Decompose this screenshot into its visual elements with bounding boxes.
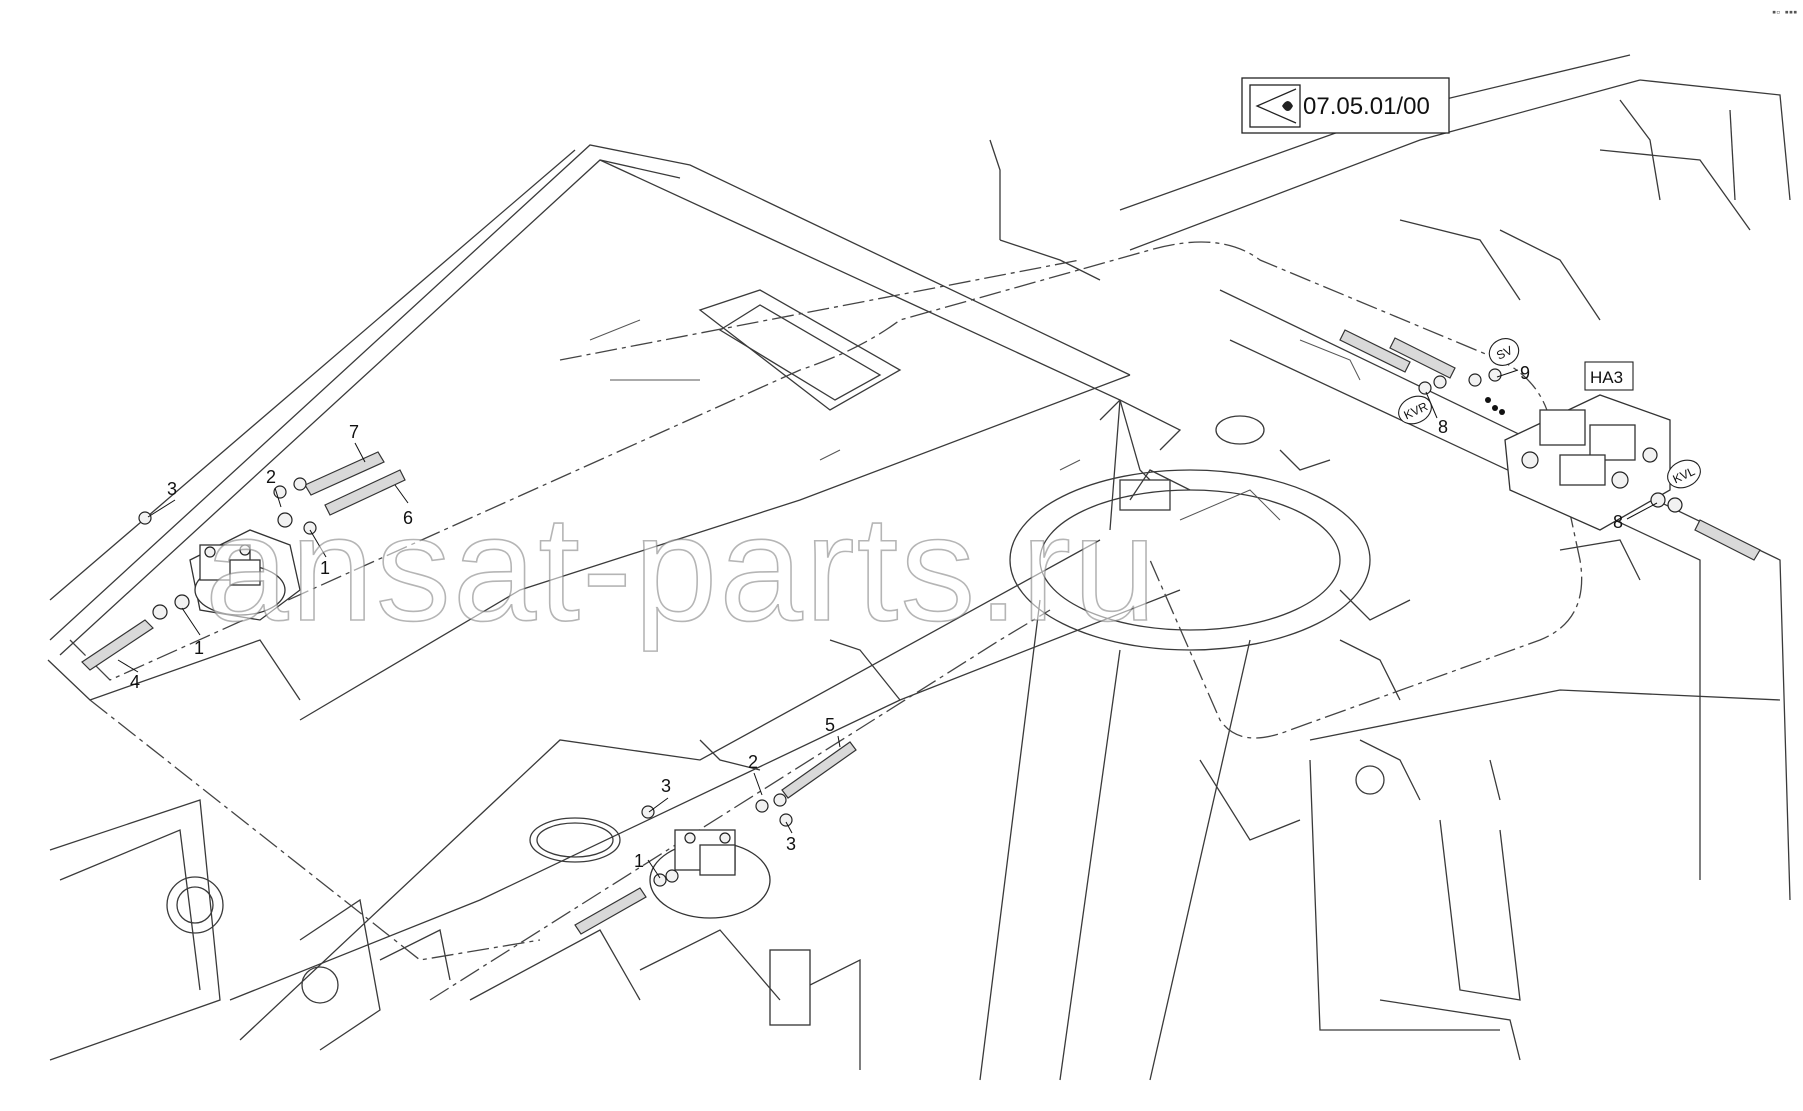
view-reference-code: 07.05.01/00 [1303,93,1430,120]
fittings [138,368,1683,887]
corner-mark: ▪▫ ▪▪▪ [1772,8,1797,16]
port-label-ha3: HA3 [1590,368,1623,387]
callout-3: 3 [167,479,177,499]
callout-4: 4 [130,672,140,692]
callout-numbers: 3 2 1 1 4 7 6 3 2 5 3 1 8 9 8 [130,363,1623,871]
callout-7: 7 [349,422,359,442]
view-eye-icon [1255,88,1297,124]
view-reference[interactable]: 07.05.01/00 [1241,77,1450,134]
left-valve-assembly [189,529,301,621]
port-labels: SV KVR KVL HA3 [1398,338,1701,489]
watermark: ansat-parts.ru [205,484,1158,652]
callout-8: 8 [1438,417,1448,437]
hidden-outline [69,241,1583,1001]
callout-2: 2 [266,467,276,487]
callout-8: 8 [1613,512,1623,532]
callout-3: 3 [786,834,796,854]
callout-6: 6 [403,508,413,528]
ha3-valve-block [1504,394,1671,531]
frame-structure [47,54,1791,1081]
hoses [81,329,1761,935]
callout-1: 1 [320,558,330,578]
callout-1: 1 [194,638,204,658]
center-valve-assembly [649,829,771,919]
callout-5: 5 [825,715,835,735]
port-label-sv: SV [1494,343,1514,362]
callout-3: 3 [661,776,671,796]
callout-1: 1 [634,851,644,871]
callout-2: 2 [748,752,758,772]
callout-9: 9 [1520,363,1530,383]
